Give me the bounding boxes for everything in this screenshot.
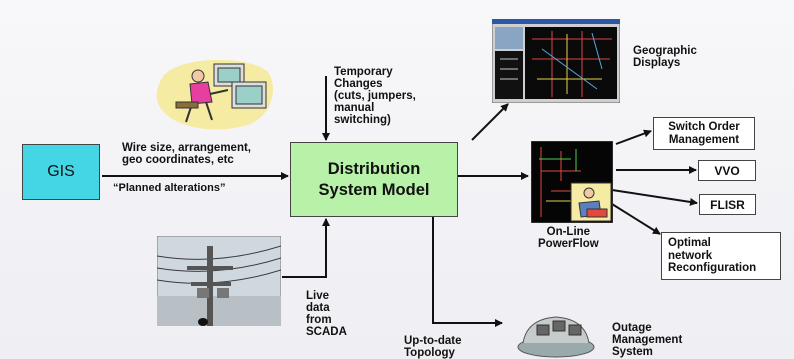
topology-label: Up-to-date Topology bbox=[404, 335, 462, 359]
wire-size-label: Wire size, arrangement, geo coordinates,… bbox=[122, 142, 251, 166]
distribution-system-model-box: Distribution System Model bbox=[290, 142, 458, 217]
dsm-line1: Distribution bbox=[327, 159, 421, 178]
to-switch-order-arrow bbox=[615, 129, 652, 145]
vvo-label: VVO bbox=[714, 163, 740, 178]
to-flisr-arrow bbox=[611, 189, 698, 206]
scada-arrow bbox=[282, 218, 330, 278]
optimal-reconfiguration-box: Optimal network Reconfiguration bbox=[661, 232, 781, 280]
temporary-changes-label: Temporary Changes (cuts, jumpers, manual… bbox=[334, 66, 416, 126]
optimal-label: Optimal network Reconfiguration bbox=[668, 237, 757, 275]
dsm-to-geographic-arrow bbox=[471, 103, 509, 141]
powerflow-label: On-Line PowerFlow bbox=[538, 226, 599, 250]
gis-label: GIS bbox=[47, 163, 75, 180]
switch-order-management-box: Switch Order Management bbox=[653, 117, 755, 150]
operator-workstation-illustration bbox=[156, 59, 274, 130]
geographic-displays-label: Geographic Displays bbox=[633, 45, 697, 69]
planned-alterations-label: “Planned alterations” bbox=[113, 182, 226, 194]
power-line-photo bbox=[157, 236, 281, 326]
outage-management-label: Outage Management System bbox=[612, 322, 683, 358]
flisr-label: FLISR bbox=[710, 197, 745, 212]
outage-management-illustration bbox=[517, 316, 595, 358]
gis-box: GIS bbox=[22, 144, 100, 200]
live-scada-label: Live data from SCADA bbox=[306, 290, 347, 338]
geographic-display-screenshot bbox=[492, 19, 620, 103]
switch-order-label: Switch Order Management bbox=[668, 120, 740, 146]
flisr-box: FLISR bbox=[699, 194, 756, 215]
dsm-to-outage-arrow bbox=[432, 217, 503, 327]
vvo-box: VVO bbox=[698, 160, 756, 181]
powerflow-screenshot bbox=[531, 141, 613, 223]
to-optimal-arrow bbox=[611, 203, 661, 235]
dsm-line2: System Model bbox=[318, 180, 430, 199]
